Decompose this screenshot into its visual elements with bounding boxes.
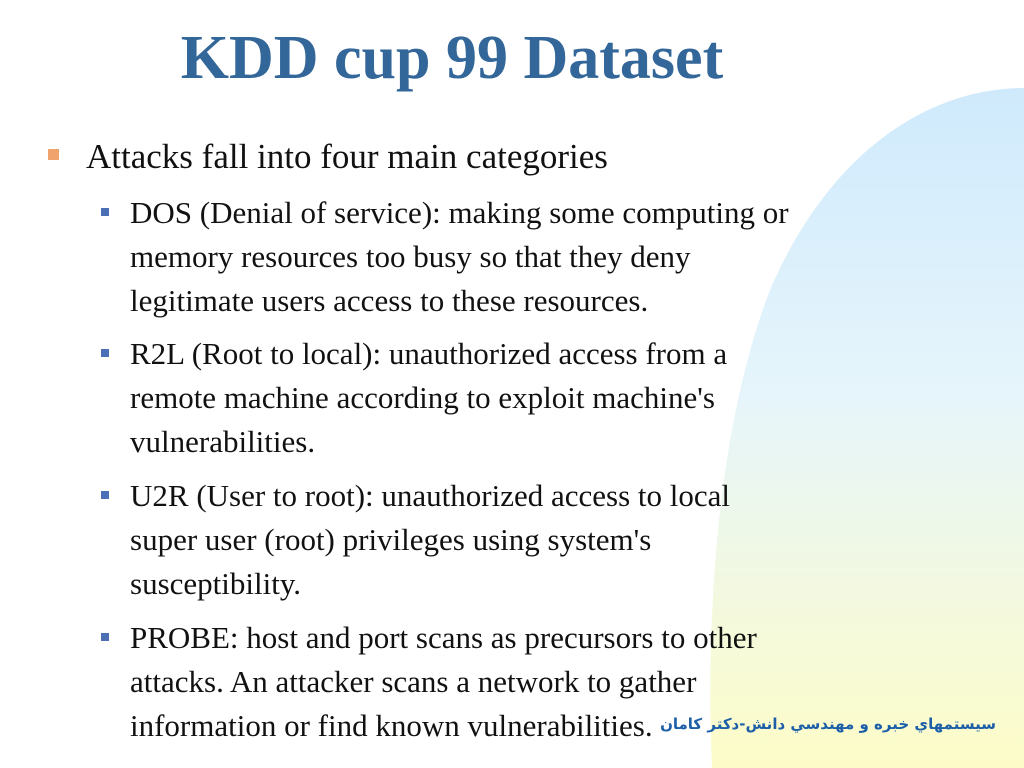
list-item-line: remote machine according to exploit mach… [130,380,715,415]
main-point: Attacks fall into four main categories [86,137,608,176]
list-item-u2r: U2R (User to root): unauthorized access … [130,474,950,606]
list-item-line: information or find known vulnerabilitie… [130,708,653,743]
square-bullet-icon [101,349,109,357]
slide-title: KDD cup 99 Dataset [180,24,724,92]
list-item-line: R2L (Root to local): unauthorized access… [130,336,728,371]
square-bullet-icon [48,149,59,160]
list-item-line: attacks. An attacker scans a network to … [130,664,697,699]
list-item-line: U2R (User to root): unauthorized access … [130,478,731,513]
list-item-line: legitimate users access to these resourc… [130,283,649,318]
square-bullet-icon [101,633,109,641]
list-item-line: memory resources too busy so that they d… [130,239,691,274]
list-item-line: super user (root) privileges using syste… [130,522,652,557]
square-bullet-icon [101,208,109,216]
square-bullet-icon [101,491,109,499]
list-item-r2l: R2L (Root to local): unauthorized access… [130,332,950,464]
list-item-line: susceptibility. [130,566,302,601]
list-item-line: DOS (Denial of service): making some com… [130,195,789,230]
list-item-line: PROBE: host and port scans as precursors… [130,620,757,655]
slide-footer: سيستمهاي خبره و مهندسي دانش-دکتر کامان [660,715,996,733]
list-item-probe: PROBE: host and port scans as precursors… [130,616,950,748]
list-item-dos: DOS (Denial of service): making some com… [130,191,950,323]
decorative-swoosh [710,88,1024,768]
list-item-line: vulnerabilities. [130,424,316,459]
